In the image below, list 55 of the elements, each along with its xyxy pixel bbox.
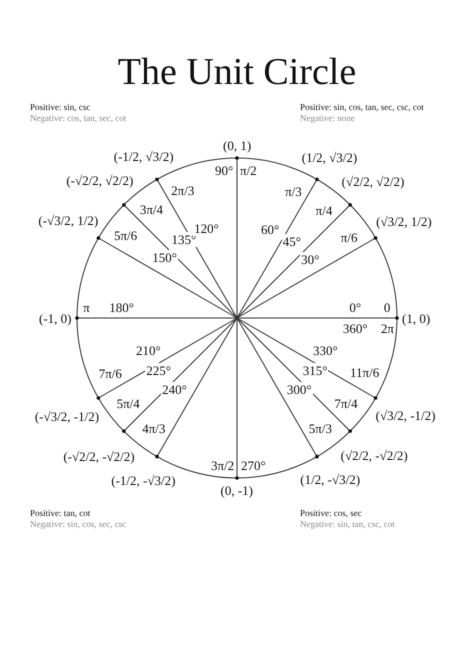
coordinate-label: (-1/2, √3/2) xyxy=(114,148,174,164)
radian-label: 0 xyxy=(384,300,390,315)
radian-label: 4π/3 xyxy=(142,421,166,436)
radian-label: π/6 xyxy=(340,230,358,245)
degree-label: 180° xyxy=(108,300,135,315)
coordinate-label: (0, 1) xyxy=(223,138,252,153)
degree-label: 90° xyxy=(214,163,234,178)
coordinate-label: (-√3/2, -1/2) xyxy=(34,408,100,424)
degree-label: 315° xyxy=(302,363,328,378)
coordinate-label: (0, -1) xyxy=(220,483,253,498)
quadrant-sign-note: Negative: sin, tan, csc, cot xyxy=(300,519,395,530)
degree-label: 150° xyxy=(151,250,178,266)
coordinate-label: (1, 0) xyxy=(402,310,430,326)
coordinate-label: (√2/2, -√2/2) xyxy=(340,448,408,463)
radian-label: 7π/6 xyxy=(98,366,122,382)
radian-label: π/2 xyxy=(240,163,257,178)
radian-label: 5π/4 xyxy=(116,396,140,412)
quadrant-sign-note: Positive: sin, cos, tan, sec, csc, cot xyxy=(300,102,424,113)
radian-label: 5π/6 xyxy=(114,228,138,244)
coordinate-label: (1/2, -√3/2) xyxy=(300,472,360,487)
title: The Unit Circle xyxy=(116,50,358,94)
quadrant-sign-note: Negative: sin, cos, sec, csc xyxy=(30,519,126,530)
coordinate-label: (-1/2, -√3/2) xyxy=(111,472,176,488)
degree-label: 30° xyxy=(300,252,320,267)
coordinate-label: (-√2/2, √2/2) xyxy=(66,173,134,188)
radian-label: 11π/6 xyxy=(350,364,380,380)
radian-label: 3π/2 xyxy=(211,458,234,473)
degree-label: 300° xyxy=(286,382,313,397)
degree-label: 225° xyxy=(145,363,172,378)
coordinate-label: (-√3/2, 1/2) xyxy=(38,213,98,228)
quadrant-sign-note: Negative: none xyxy=(300,113,355,124)
radian-label: 7π/4 xyxy=(334,396,358,412)
radian-label: π/4 xyxy=(316,203,332,218)
degree-label: 360° xyxy=(342,321,369,336)
coordinate-label: (1/2, √3/2) xyxy=(302,150,358,165)
radian-label: 5π/3 xyxy=(308,421,332,436)
coordinate-label: (√3/2, 1/2) xyxy=(376,214,432,229)
coordinate-label: (-1, 0) xyxy=(39,310,72,326)
radian-label: π/3 xyxy=(285,184,302,200)
quadrant-sign-note: Positive: tan, cot xyxy=(30,508,90,519)
radian-label: 2π/3 xyxy=(171,182,194,198)
quadrant-sign-note: Positive: cos, sec xyxy=(300,508,362,519)
coordinate-label: (√2/2, √2/2) xyxy=(342,174,404,190)
degree-label: 45° xyxy=(282,234,302,249)
radian-label: 2π xyxy=(380,321,394,336)
radian-label: π xyxy=(83,300,90,315)
degree-label: 0° xyxy=(348,300,362,315)
degree-label: 240° xyxy=(161,382,188,397)
degree-label: 60° xyxy=(260,222,280,238)
degree-label: 135° xyxy=(170,232,198,248)
radian-label: 3π/4 xyxy=(140,202,163,217)
coordinate-label: (-√2/2, -√2/2) xyxy=(63,448,135,464)
coordinate-label: (√3/2, -1/2) xyxy=(376,408,436,423)
quadrant-sign-note: Negative: cos, tan, sec, cot xyxy=(30,113,126,124)
quadrant-sign-note: Positive: sin, csc xyxy=(30,102,90,113)
